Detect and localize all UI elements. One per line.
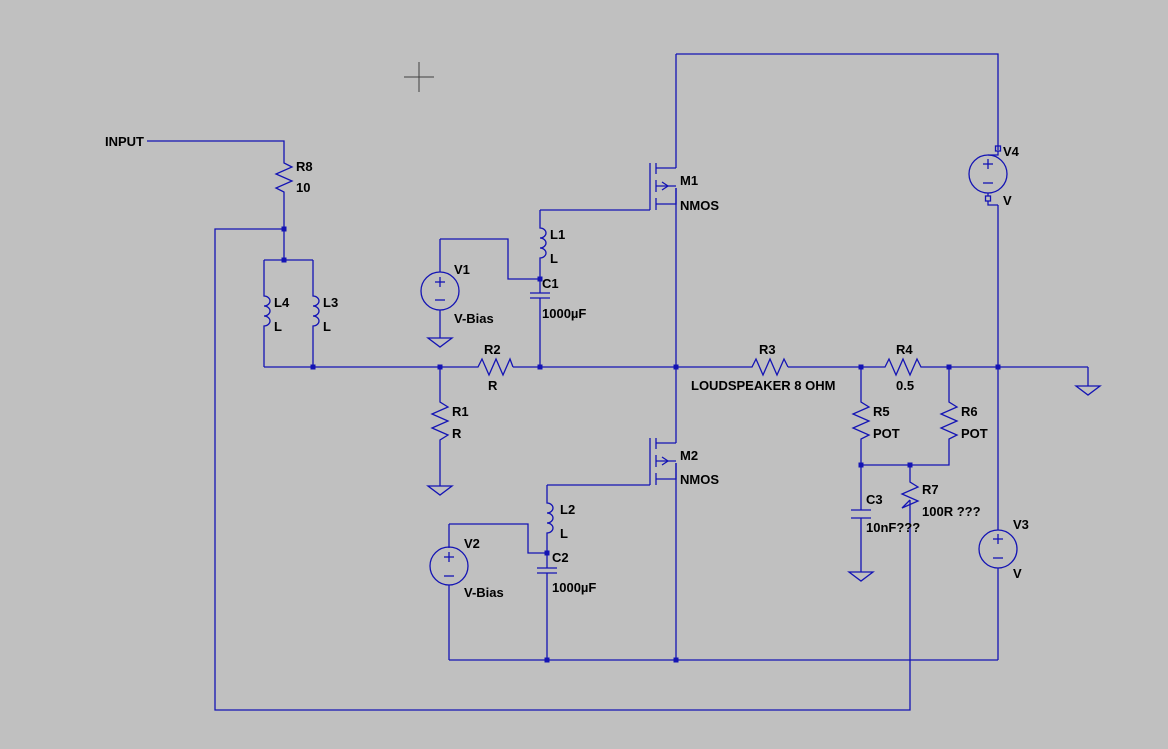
r4-ref: R4 — [896, 342, 913, 357]
c2-ref: C2 — [552, 550, 569, 565]
crosshair-cursor-icon — [404, 62, 434, 92]
ground-main-icon — [1074, 385, 1102, 396]
c2-symbol[interactable] — [537, 567, 557, 574]
r3-ref: R3 — [759, 342, 776, 357]
v1-symbol[interactable] — [420, 271, 460, 311]
c3-value: 10nF??? — [866, 520, 920, 535]
l3-symbol[interactable] — [312, 288, 320, 338]
l3-value: L — [323, 319, 331, 334]
r3-value: LOUDSPEAKER 8 OHM — [691, 378, 835, 393]
l4-symbol[interactable] — [263, 288, 271, 338]
c1-symbol[interactable] — [530, 292, 550, 299]
v2-value: V-Bias — [464, 585, 504, 600]
v4-symbol[interactable] — [968, 145, 1008, 206]
junctions — [281, 226, 1001, 663]
c2-value: 1000µF — [552, 580, 596, 595]
r1-value: R — [452, 426, 462, 441]
r5-value: POT — [873, 426, 900, 441]
l3-ref: L3 — [323, 295, 338, 310]
r7-value: 100R ??? — [922, 504, 981, 519]
r2-ref: R2 — [484, 342, 501, 357]
r1-symbol[interactable] — [430, 396, 450, 446]
v4-ref: V4 — [1003, 144, 1020, 159]
m1-symbol[interactable] — [649, 163, 677, 210]
m2-ref: M2 — [680, 448, 698, 463]
ground-v1-icon — [426, 337, 454, 348]
r6-symbol[interactable] — [939, 397, 959, 442]
r7-ref: R7 — [922, 482, 939, 497]
r4-symbol[interactable] — [880, 357, 928, 377]
ground-r1-icon — [426, 485, 454, 496]
m2-value: NMOS — [680, 472, 719, 487]
l4-value: L — [274, 319, 282, 334]
v4-value: V — [1003, 193, 1012, 208]
r8-value: 10 — [296, 180, 310, 195]
l1-value: L — [550, 251, 558, 266]
l2-symbol[interactable] — [546, 497, 554, 545]
l1-symbol[interactable] — [539, 222, 547, 268]
c1-value: 1000µF — [542, 306, 586, 321]
l2-value: L — [560, 526, 568, 541]
wires — [147, 53, 1089, 711]
c3-symbol[interactable] — [851, 509, 871, 519]
v3-value: V — [1013, 566, 1022, 581]
r6-value: POT — [961, 426, 988, 441]
r2-value: R — [488, 378, 498, 393]
input-label: INPUT — [105, 134, 144, 149]
v1-value: V-Bias — [454, 311, 494, 326]
m1-ref: M1 — [680, 173, 698, 188]
r1-ref: R1 — [452, 404, 469, 419]
c1-ref: C1 — [542, 276, 559, 291]
v2-ref: V2 — [464, 536, 480, 551]
r8-symbol[interactable] — [274, 158, 294, 195]
l1-ref: L1 — [550, 227, 565, 242]
l2-ref: L2 — [560, 502, 575, 517]
v3-symbol[interactable] — [978, 529, 1018, 569]
r5-symbol[interactable] — [851, 397, 871, 442]
v2-symbol[interactable] — [429, 546, 469, 586]
r5-ref: R5 — [873, 404, 890, 419]
r6-ref: R6 — [961, 404, 978, 419]
r8-ref: R8 — [296, 159, 313, 174]
v3-ref: V3 — [1013, 517, 1029, 532]
r2-symbol[interactable] — [473, 357, 514, 377]
m2-symbol[interactable] — [649, 438, 677, 485]
ground-c3-icon — [847, 571, 875, 582]
m1-value: NMOS — [680, 198, 719, 213]
c3-ref: C3 — [866, 492, 883, 507]
v1-ref: V1 — [454, 262, 470, 277]
r3-symbol[interactable] — [748, 357, 789, 377]
r4-value: 0.5 — [896, 378, 914, 393]
l4-ref: L4 — [274, 295, 290, 310]
r7-symbol[interactable] — [900, 478, 920, 509]
